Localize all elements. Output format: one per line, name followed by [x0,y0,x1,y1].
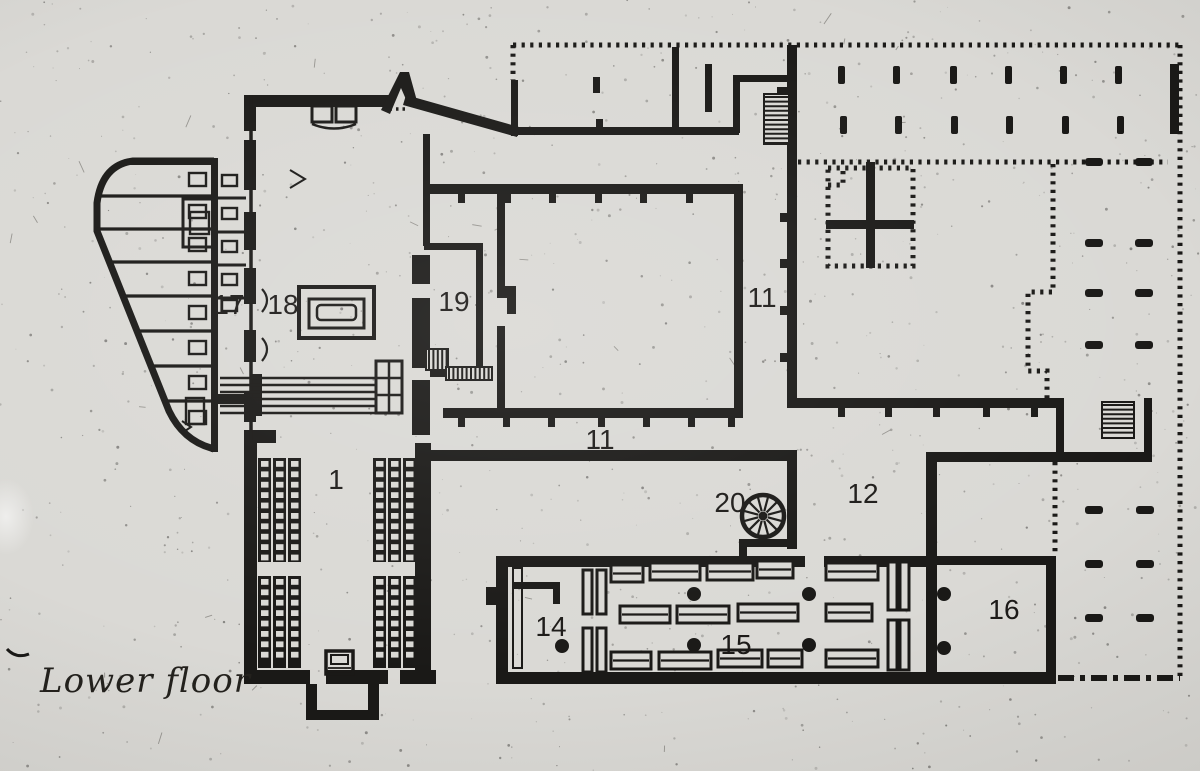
room-label-11-lower: 11 [585,424,614,455]
room-label-16: 16 [988,594,1019,625]
room-label-20: 20 [714,487,745,518]
room-label-17: 17 [213,289,244,320]
room-label-1: 1 [328,464,344,495]
spiral-staircase [739,492,787,540]
room-label-11-upper: 11 [747,282,776,313]
room-label-12: 12 [847,478,878,509]
room-label-15: 15 [720,629,751,660]
room-label-19: 19 [438,286,469,317]
floor-caption: Lower floor [39,661,252,701]
room-label-18: 18 [267,289,298,320]
room-label-14: 14 [535,611,566,642]
